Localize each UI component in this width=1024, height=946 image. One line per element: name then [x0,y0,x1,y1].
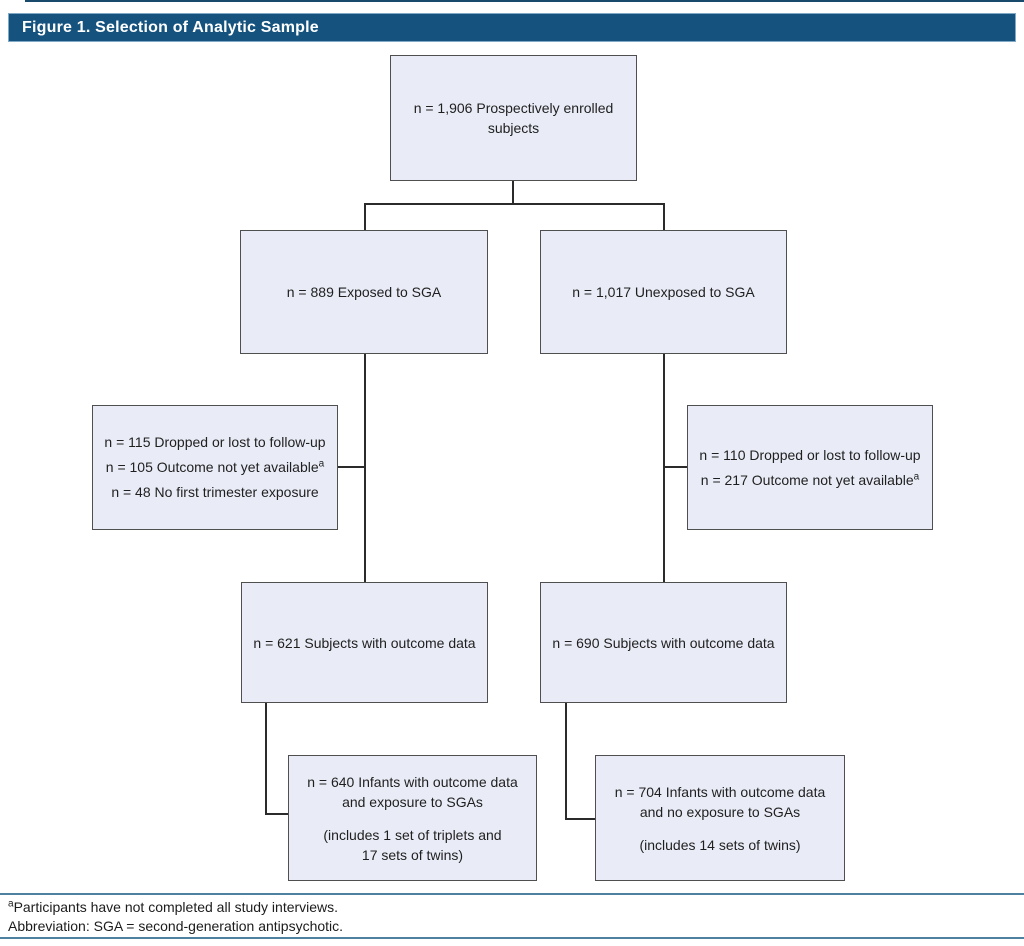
connector-right-spine [663,354,665,583]
node-exposed-outcome-data: n = 621 Subjects with outcome data [241,582,488,703]
node-text-line: and exposure to SGAs [342,793,483,810]
node-text-line: n = 105 Outcome not yet availablea [106,455,324,480]
footnote-marker: a [8,898,14,910]
node-paragraph: n = 640 Infants with outcome data and ex… [307,772,518,812]
node-text-line: (includes 1 set of triplets and [323,826,502,843]
connector-left-exclusion-stub [338,466,366,468]
node-text-line: n = 110 Dropped or lost to follow-up [699,446,921,463]
node-paragraph: (includes 14 sets of twins) [639,835,800,855]
connector-right-exclusion-stub [665,466,689,468]
footnote-abbreviation: Abbreviation: SGA = second-generation an… [8,918,344,934]
node-text-line: n = 1,906 Prospectively enrolled [413,100,614,116]
node-unexposed-outcome-data: n = 690 Subjects with outcome data [540,582,787,703]
connector-left-spine [364,354,366,583]
footnote-marker: a [318,458,325,470]
node-text-line: n = 640 Infants with outcome data [307,773,518,790]
node-text-fragment: n = 217 Outcome not yet available [700,471,914,488]
node-exposed-exclusions: n = 115 Dropped or lost to follow-up n =… [92,405,338,530]
node-infants-exposed: n = 640 Infants with outcome data and ex… [288,755,537,881]
node-unexposed-exclusions: n = 110 Dropped or lost to follow-up n =… [687,405,933,530]
footer-rule-upper [0,893,1024,895]
node-exposed-to-sga: n = 889 Exposed to SGA [240,230,488,354]
footer-rule-lower [0,937,1024,939]
connector-left-elbow-horizontal [265,813,290,815]
node-text-line: n = 889 Exposed to SGA [286,284,442,300]
node-text-line: and no exposure to SGAs [639,803,801,820]
connector-right-elbow-horizontal [565,818,597,820]
footnote-a: aParticipants have not completed all stu… [8,898,343,917]
node-unexposed-to-sga: n = 1,017 Unexposed to SGA [540,230,787,354]
footnote-marker: a [913,470,920,482]
footnote-text: Participants have not completed all stud… [13,899,339,915]
node-paragraph: n = 704 Infants with outcome data and no… [615,782,826,822]
figure-title: Figure 1. Selection of Analytic Sample [22,19,319,36]
connector-left-drop [364,203,366,231]
node-text-line: n = 115 Dropped or lost to follow-up [104,434,326,450]
node-text-line: subjects [487,120,540,136]
node-text-line: n = 1,017 Unexposed to SGA [572,284,755,300]
footnotes: aParticipants have not completed all stu… [8,898,343,936]
connector-right-drop [663,203,665,231]
connector-split-horizontal [364,203,665,205]
node-text-line: 17 sets of twins) [361,846,464,863]
node-text-fragment: n = 105 Outcome not yet available [105,459,319,475]
node-text-line: n = 704 Infants with outcome data [614,783,826,800]
node-text-line: n = 217 Outcome not yet availablea [701,468,919,493]
connector-left-elbow-vertical [265,703,267,815]
node-infants-unexposed: n = 704 Infants with outcome data and no… [595,755,845,881]
connector-right-elbow-vertical [565,703,567,820]
node-text-line: n = 690 Subjects with outcome data [552,634,775,651]
connector-top-drop [512,181,514,204]
node-enrolled-subjects: n = 1,906 Prospectively enrolled subject… [390,55,637,181]
node-text-line: n = 621 Subjects with outcome data [253,634,476,651]
top-rule [25,0,1024,2]
node-paragraph: (includes 1 set of triplets and 17 sets … [323,825,501,865]
node-text-line: n = 48 No first trimester exposure [111,484,319,500]
figure-title-bar: Figure 1. Selection of Analytic Sample [8,13,1016,42]
node-text-line: (includes 14 sets of twins) [639,836,801,853]
